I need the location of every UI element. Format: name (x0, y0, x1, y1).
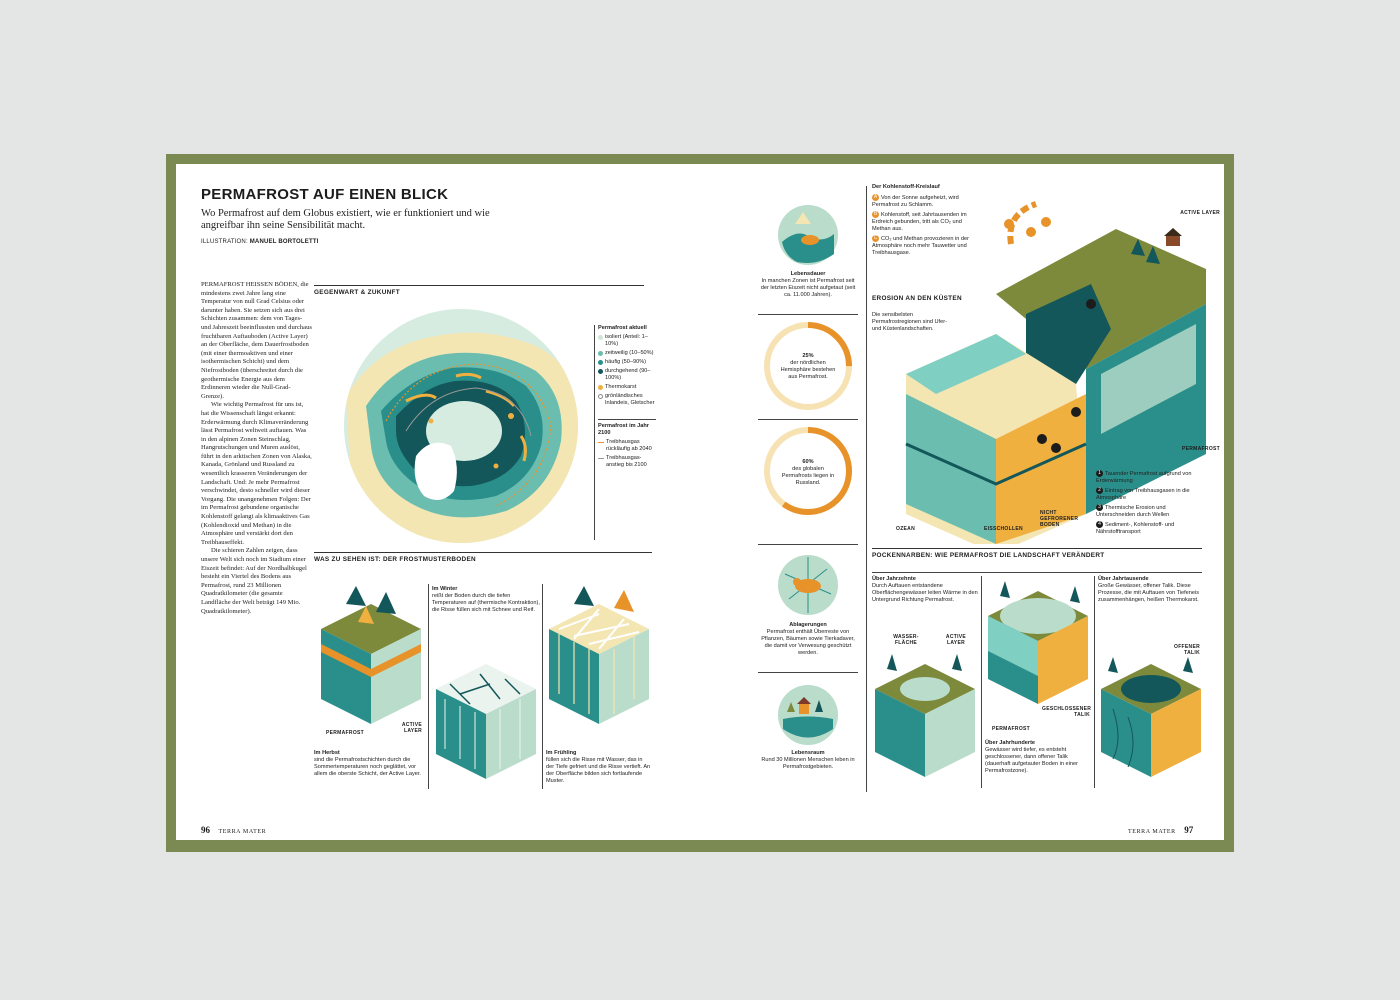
frost-section-title: WAS ZU SEHEN IST: DER FROSTMUSTERBODEN (314, 552, 652, 563)
donut-60 (764, 427, 852, 515)
legend-item: Thermokarst (598, 384, 656, 391)
legend-item: grönländisches Inlandeis, Gletscher (598, 393, 656, 407)
legend-item: Treibhausgas-anstieg bis 2100 (598, 455, 656, 469)
label-ozean: OZEAN (896, 526, 915, 532)
stat-60: 60%des globalen Permafrosts liegen in Ru… (781, 459, 835, 486)
coast-label-active-layer: ACTIVE LAYER (1180, 210, 1220, 216)
label-nicht-gefroren: NICHT GEFRORENER BODEN (1040, 510, 1079, 528)
magazine-spread: PERMAFROST AUF EINEN BLICK Wo Permafrost… (166, 154, 1234, 852)
pock-block-centuries (988, 581, 1088, 704)
legend-item: durchgehend (90–100%) (598, 368, 656, 382)
coast-label-permafrost: PERMAFROST (1182, 446, 1220, 452)
body-paragraph-2: Wie wichtig Permafrost für uns ist, hat … (201, 401, 312, 546)
pock-label-wasser: WASSER-FLÄCHE (893, 634, 919, 646)
page-subtitle: Wo Permafrost auf dem Globus existiert, … (201, 208, 490, 231)
thermokarst (405, 372, 527, 462)
body-paragraph-3: Die schieren Zahlen zeigen, dass unsere … (201, 547, 307, 615)
greenland-ice (414, 442, 457, 500)
map-legend: Permafrost aktuell isoliert (Anteil: 1–1… (598, 325, 656, 469)
legend-item: häufig (50–90%) (598, 359, 656, 366)
left-page: PERMAFROST AUF EINEN BLICK Wo Permafrost… (176, 164, 700, 840)
erosion-title: EROSION AN DEN KÜSTEN (872, 295, 962, 302)
frost-block-winter (436, 664, 536, 779)
projection-2100 (405, 387, 532, 437)
pock-block-decades (875, 654, 975, 777)
stat-25: 25%der nördlichen Hemisphäre bestehen au… (780, 353, 836, 380)
donut-25 (764, 322, 852, 410)
frost-block-spring (549, 586, 649, 724)
frost-block-autumn (321, 586, 421, 724)
label-eisschollen: EISSCHOLLEN (984, 526, 1023, 532)
left-folio: 96 TERRA MATER (201, 825, 267, 835)
arctic-map (344, 309, 578, 543)
legend-item: Treibhausgas rückläufig ab 2040 (598, 439, 656, 453)
projection-2040 (385, 363, 552, 507)
page-title: PERMAFROST AUF EINEN BLICK (201, 186, 449, 203)
pock-title: POCKENNARBEN: WIE PERMAFROST DIE LANDSCH… (872, 548, 1202, 559)
right-folio: TERRA MATER 97 (1128, 825, 1194, 835)
erosion-text: Die sensibelsten Permafrostregionen sind… (872, 312, 947, 332)
circle-illustration-lebensraum (778, 685, 838, 745)
pock-label-geschlossener: GESCHLOSSENER TALIK (1042, 706, 1092, 718)
circle-illustration-lebensdauer (778, 205, 838, 265)
pock-label-active-layer: ACTIVE LAYER (945, 634, 967, 646)
label-active-layer: ACTIVE LAYER (401, 722, 422, 734)
pock-block-millennia (1101, 657, 1201, 777)
illustration-credit: ILLUSTRATION: MANUEL BORTOLETTI (201, 239, 319, 245)
legend-future-title: Permafrost im Jahr 2100 (598, 419, 656, 437)
map-section-title: GEGENWART & ZUKUNFT (314, 285, 644, 296)
body-paragraph-1: PERMAFROST HEISSEN BÖDEN, die mindestens… (201, 281, 312, 400)
pock-label-offener: OFFENER TALIK (1174, 644, 1200, 656)
circle-illustration-ablagerungen (778, 555, 838, 615)
legend-item: zeitweilig (10–50%) (598, 350, 656, 357)
legend-title: Permafrost aktuell (598, 325, 647, 331)
label-permafrost: PERMAFROST (326, 730, 364, 736)
legend-item: isoliert (Anteil: 1–10%) (598, 334, 656, 348)
pock-label-permafrost: PERMAFROST (992, 726, 1030, 732)
coast-erosion-illustration (905, 201, 1206, 544)
carbon-title: Der Kohlenstoff-Kreislauf (872, 184, 940, 190)
body-text: PERMAFROST HEISSEN BÖDEN, die mindestens… (201, 281, 313, 616)
